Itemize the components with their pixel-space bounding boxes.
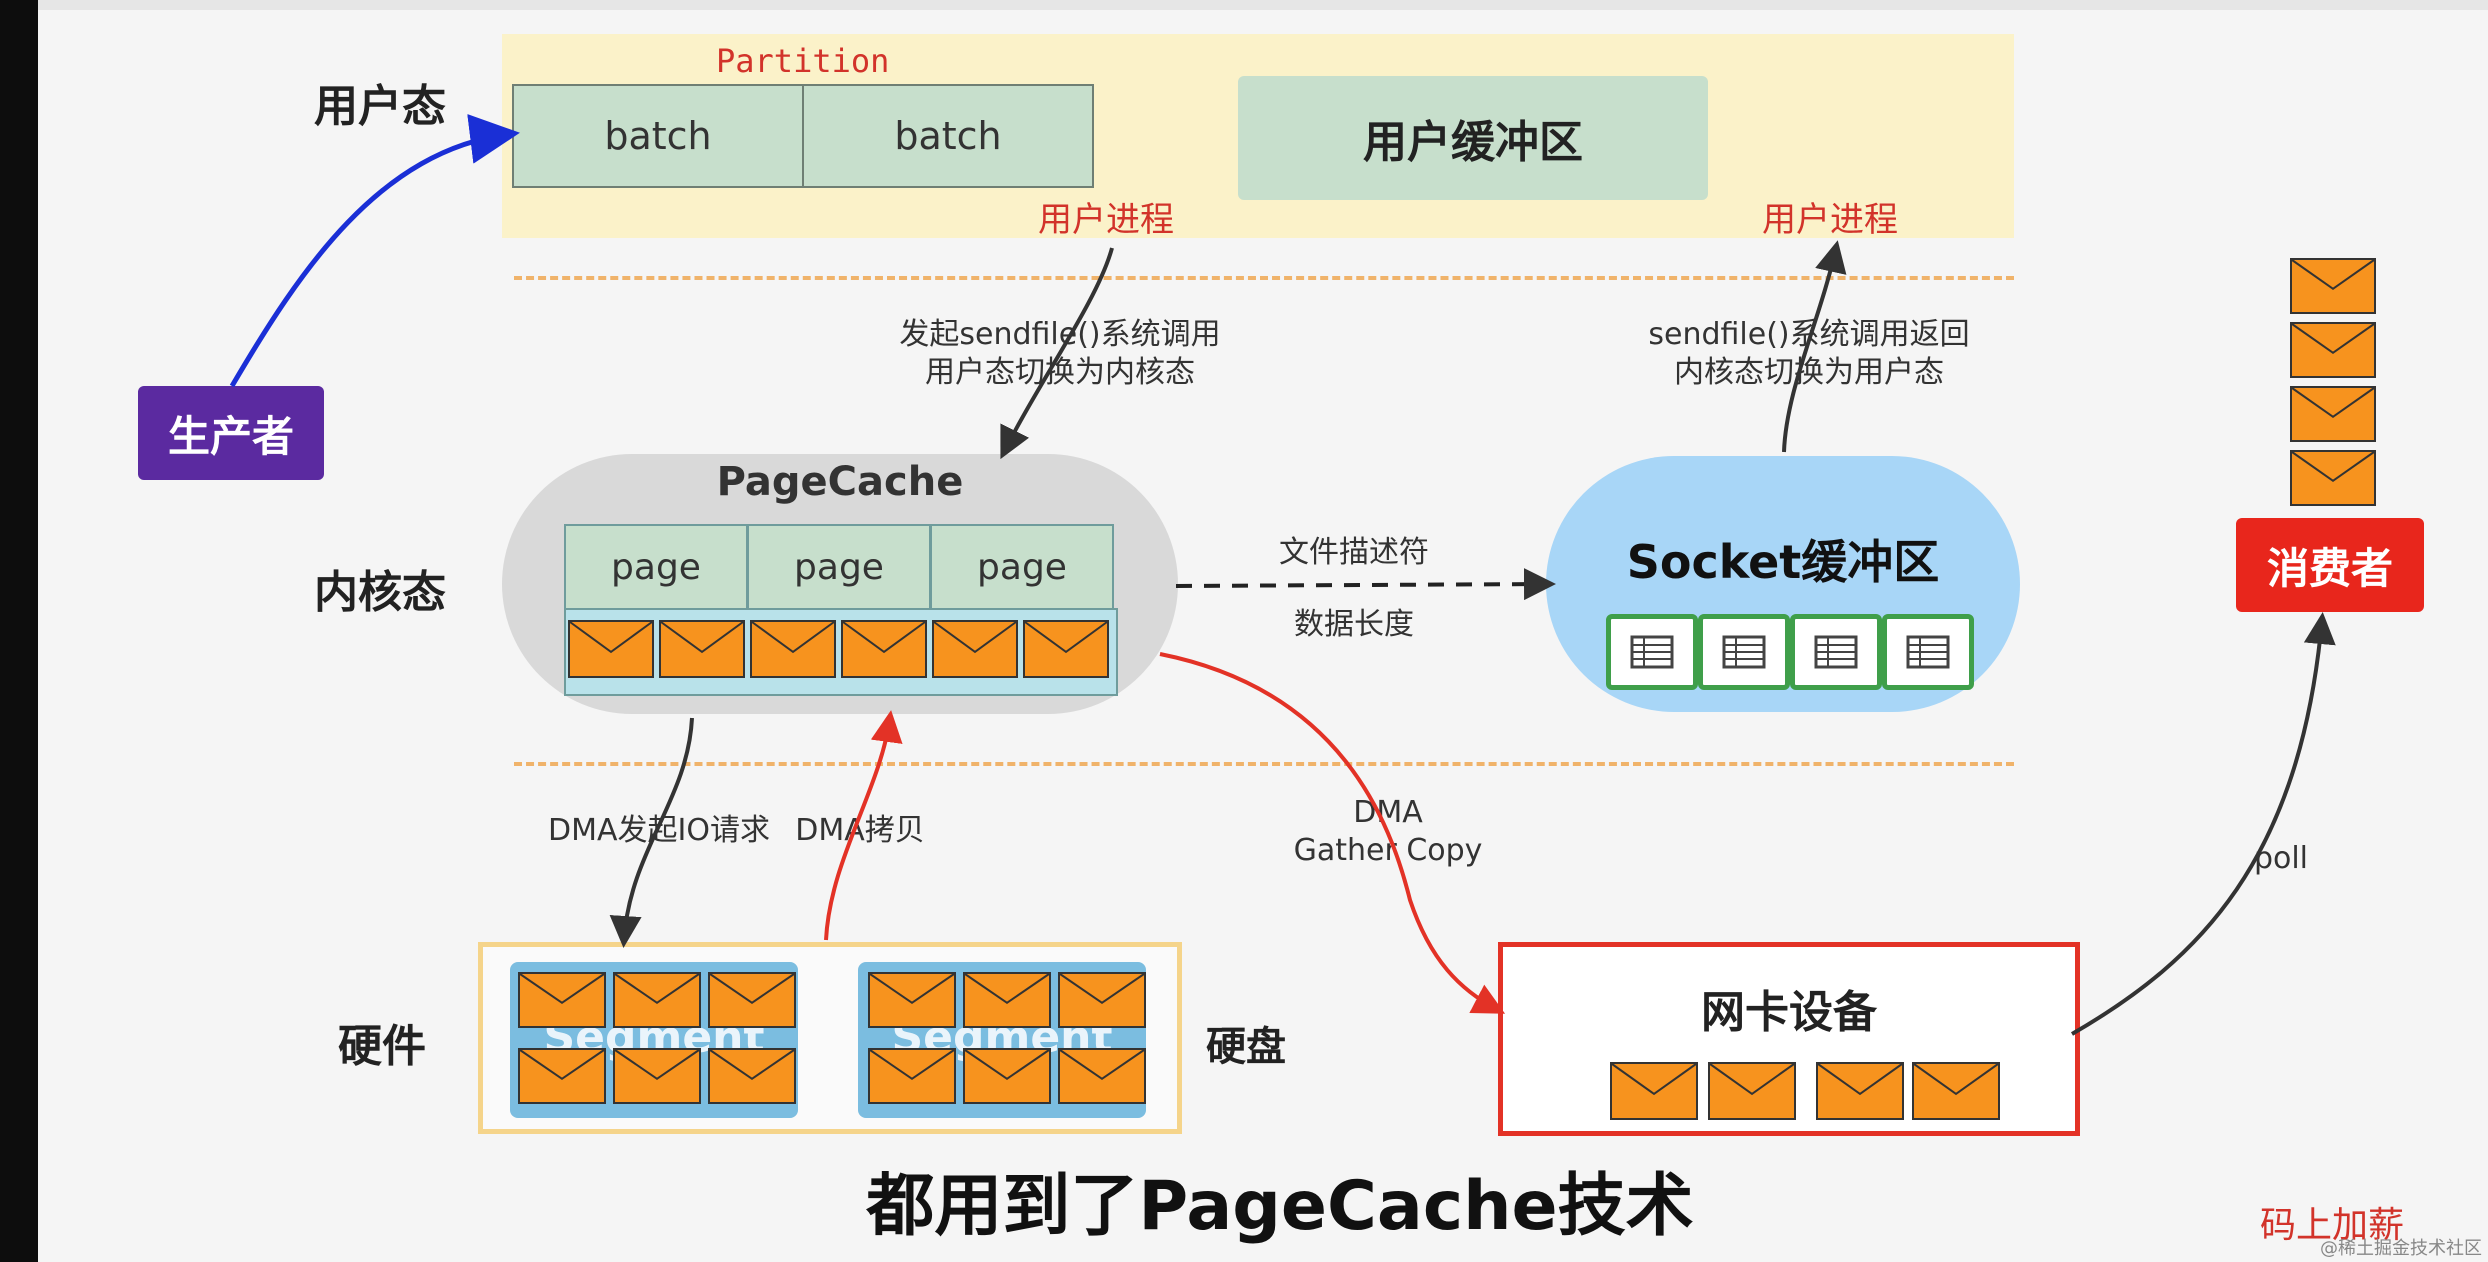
gather-copy-caption: DMA Gather Copy [1278,794,1498,870]
producer-to-batch-arrow [229,114,520,388]
video-subtitle: 都用到了PageCache技术 [866,1167,1694,1246]
gather-line1: DMA [1353,795,1423,830]
dma-io-arrow [609,717,694,948]
dma-copy-arrow [824,710,903,941]
sendfile-return-line2: 内核态切换为用户态 [1674,355,1944,390]
zone-label-user: 用户态 [314,81,446,132]
socket-slot-document-icon [1882,614,1974,690]
segment-1-message-icon [708,972,796,1028]
sendfile-start-arrow [1000,247,1114,460]
fd-dashed-arrow [1175,568,1556,601]
user-process-right: 用户进程 [1762,200,1898,240]
pagecache-message-icon [841,620,927,678]
left-edge [0,0,38,1262]
segment-2-message-icon [1058,1048,1146,1104]
pagecache-message-icon [568,620,654,678]
pagecache-message-icon [932,620,1018,678]
length-label: 数据长度 [1294,607,1414,642]
queue-message-icon [2290,258,2376,314]
nic-title: 网卡设备 [1701,987,1877,1038]
gather-copy-arrow [1159,652,1506,1014]
queue-message-icon [2290,322,2376,378]
user-process-left: 用户进程 [1038,200,1174,240]
zone-label-kernel: 内核态 [314,567,446,618]
fd-label: 文件描述符 [1279,535,1429,570]
socket-slot-document-icon [1790,614,1882,690]
gather-line2: Gather Copy [1293,833,1483,868]
queue-message-icon [2290,386,2376,442]
divider-kernel-hardware [514,762,2014,766]
pagecache-message-icon [1023,620,1109,678]
nic-message-icon [1912,1062,2000,1120]
segment-1-message-icon [613,1048,701,1104]
queue-message-icon [2290,450,2376,506]
segment-1-message-icon [708,1048,796,1104]
pagecache-title: PageCache [716,459,964,505]
nic-message-icon [1610,1062,1698,1120]
disk-label: 硬盘 [1206,1024,1286,1070]
socket-buffer-title: Socket缓冲区 [1626,535,1940,589]
sendfile-start-line2: 用户态切换为内核态 [925,355,1195,390]
dma-io-label: DMA发起IO请求 [548,813,770,848]
brand-watermark: 码上加薪 [2260,1205,2405,1246]
segment-2-message-icon [868,972,956,1028]
segment-2-message-icon [1058,972,1146,1028]
sendfile-start-caption: 发起sendfile()系统调用 用户态切换为内核态 [870,316,1250,392]
user-buffer: 用户缓冲区 [1238,76,1708,200]
zone-label-hardware: 硬件 [338,1021,426,1072]
batch-2: batch [802,84,1094,188]
segment-2-message-icon [963,1048,1051,1104]
consumer: 消费者 [2236,518,2424,612]
socket-slot-document-icon [1698,614,1790,690]
segment-1-message-icon [518,1048,606,1104]
partition-label: Partition [716,42,890,80]
nic-message-icon [1816,1062,1904,1120]
producer: 生产者 [138,386,324,480]
sendfile-start-line1: 发起sendfile()系统调用 [899,317,1221,352]
divider-user-kernel [514,276,2014,280]
site-watermark: @稀土掘金技术社区 [2320,1238,2482,1259]
socket-slot-document-icon [1606,614,1698,690]
sendfile-return-arrow [1782,240,1847,453]
segment-2-message-icon [868,1048,956,1104]
batch-1: batch [512,84,804,188]
segment-1-message-icon [613,972,701,1028]
pagecache-message-icon [659,620,745,678]
page-cell-2: page [747,524,931,610]
page-cell-1: page [564,524,748,610]
nic-message-icon [1708,1062,1796,1120]
segment-2-message-icon [963,972,1051,1028]
top-strip [38,0,2488,10]
segment-1-message-icon [518,972,606,1028]
poll-arrow [2070,612,2336,1036]
pagecache-message-icon [750,620,836,678]
